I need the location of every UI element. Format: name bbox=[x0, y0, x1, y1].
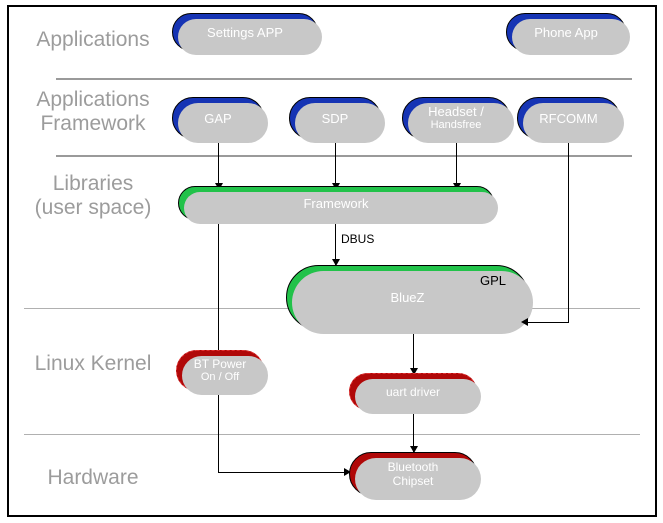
node-label: SDP bbox=[321, 110, 349, 126]
node-label: Phone App bbox=[534, 24, 598, 40]
node-shadow bbox=[512, 19, 630, 55]
node-sublabel: Handsfree bbox=[430, 119, 482, 131]
edge-rfcomm-to-bluez-vline bbox=[568, 139, 569, 323]
edge-framework-to-chipset-arrow bbox=[344, 468, 351, 476]
node-shadow bbox=[523, 103, 624, 143]
node-framework[interactable]: Framework bbox=[178, 186, 498, 224]
node-label: GAP bbox=[204, 110, 232, 126]
node-shadow bbox=[408, 103, 514, 143]
layer-label-applications-framework: Applications Framework bbox=[36, 88, 150, 135]
node-label: Settings APP bbox=[207, 24, 283, 40]
layer-label-hardware: Hardware bbox=[47, 466, 139, 489]
node-gap[interactable]: GAP bbox=[172, 97, 268, 143]
edge-rfcomm-to-bluez-arrow bbox=[521, 318, 528, 326]
edge-framework-to-chipset-vline bbox=[218, 220, 219, 473]
node-label: Framework bbox=[303, 195, 369, 211]
node-shadow bbox=[184, 192, 498, 224]
node-label: BT Power bbox=[193, 357, 247, 371]
node-shadow bbox=[295, 103, 385, 143]
edge-label-dbus: DBUS bbox=[341, 232, 375, 246]
node-label: Bluetooth bbox=[387, 460, 439, 474]
node-tag-gpl: GPL bbox=[479, 273, 506, 288]
edge-framework-to-chipset-hline bbox=[218, 472, 348, 473]
node-label: Headset / bbox=[428, 104, 484, 119]
node-label: RFCOMM bbox=[539, 110, 598, 126]
edge-uart-to-chipset-line bbox=[413, 410, 414, 452]
layer-label-applications: Applications bbox=[36, 28, 150, 51]
node-bluetooth-chipset[interactable]: Bluetooth Chipset bbox=[349, 452, 481, 500]
node-bt-power[interactable]: BT Power On / Off bbox=[176, 350, 268, 395]
divider-linux-kernel bbox=[24, 434, 640, 435]
node-shadow bbox=[355, 458, 481, 500]
node-label: BlueZ bbox=[390, 290, 425, 305]
node-shadow bbox=[182, 356, 268, 395]
node-shadow bbox=[355, 379, 481, 414]
edge-sdp-to-framework-line bbox=[335, 139, 336, 189]
node-settings-app[interactable]: Settings APP bbox=[172, 13, 322, 55]
node-sublabel: Chipset bbox=[392, 474, 434, 488]
node-rfcomm[interactable]: RFCOMM bbox=[517, 97, 624, 143]
node-shadow bbox=[292, 271, 533, 334]
node-sdp[interactable]: SDP bbox=[289, 97, 385, 143]
layer-label-linux-kernel: Linux Kernel bbox=[34, 352, 152, 375]
edge-framework-to-bluez-arrow bbox=[332, 259, 340, 266]
node-label: uart driver bbox=[385, 384, 441, 399]
edge-rfcomm-to-bluez-hline bbox=[528, 322, 569, 323]
node-phone-app[interactable]: Phone App bbox=[506, 13, 630, 55]
edge-bluez-to-uart-line bbox=[413, 330, 414, 375]
node-shadow bbox=[178, 103, 268, 143]
node-sublabel: On / Off bbox=[200, 371, 240, 383]
edge-bluez-to-uart-arrow bbox=[410, 368, 418, 375]
layer-label-libraries: Libraries (user space) bbox=[34, 172, 152, 219]
edge-uart-to-chipset-arrow bbox=[410, 446, 418, 453]
node-headset-handsfree[interactable]: Headset / Handsfree bbox=[402, 97, 514, 143]
node-shadow bbox=[178, 19, 322, 55]
edge-gap-to-framework-line bbox=[218, 139, 219, 189]
edge-headset-to-framework-line bbox=[456, 139, 457, 189]
divider-applications bbox=[56, 78, 632, 80]
node-bluez[interactable]: GPL BlueZ bbox=[286, 265, 533, 334]
node-uart-driver[interactable]: uart driver bbox=[349, 373, 481, 414]
divider-applications-framework bbox=[56, 155, 632, 157]
edge-framework-to-bluez-line bbox=[335, 220, 336, 266]
